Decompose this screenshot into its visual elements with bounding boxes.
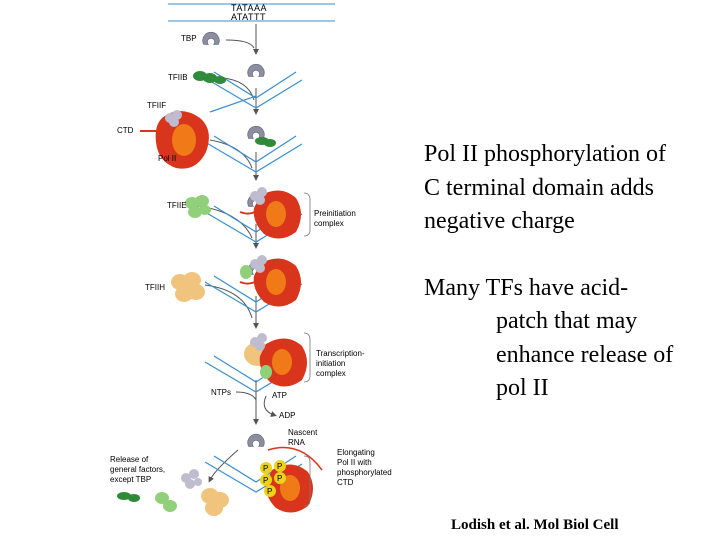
- text-line: negative charge: [424, 208, 575, 234]
- label-tfiib: TFIIB: [168, 73, 188, 82]
- phosphate-label: P: [263, 476, 268, 485]
- label-release-2: general factors,: [110, 465, 165, 474]
- label-tbp: TBP: [181, 34, 197, 43]
- label-ntps: NTPs: [211, 388, 231, 397]
- label-initiation-3: complex: [316, 369, 346, 378]
- label-tfiif: TFIIF: [147, 101, 166, 110]
- phosphate-label: P: [277, 474, 282, 483]
- transcription-initiation-diagram: TATAAA ATATTT: [110, 3, 392, 516]
- label-preinitiation-2: complex: [314, 219, 344, 228]
- complex-brackets: [303, 192, 311, 507]
- tfiih-icon: [171, 272, 205, 302]
- text-line: patch that may: [496, 308, 638, 334]
- label-release-3: except TBP: [110, 475, 151, 484]
- text-line: pol II: [496, 375, 549, 401]
- slide-text: Pol II phosphorylation of C terminal dom…: [424, 138, 716, 406]
- citation: Lodish et al. Mol Biol Cell: [451, 517, 619, 533]
- label-preinitiation-1: Preinitiation: [314, 209, 356, 218]
- label-nascent-2: RNA: [288, 438, 306, 447]
- pol2-complex-icon: [239, 187, 301, 239]
- phosphate-icons: P P P P P: [260, 460, 286, 497]
- tfiib-icon: [193, 71, 226, 84]
- text-line: Many TFs have acid-: [424, 274, 629, 301]
- label-initiation-1: Transcription-: [316, 349, 365, 358]
- label-adp: ADP: [279, 411, 295, 420]
- label-ctd: CTD: [117, 126, 134, 135]
- text-line: Pol II phosphorylation of: [424, 141, 666, 167]
- label-pol2: Pol II: [158, 154, 176, 163]
- released-factors-icon: [117, 469, 229, 516]
- label-tfiih: TFIIH: [145, 283, 165, 292]
- label-elongating-2: Pol II with: [337, 458, 372, 467]
- label-atp: ATP: [272, 391, 287, 400]
- label-elongating-1: Elongating: [337, 448, 375, 457]
- label-release-1: Release of: [110, 455, 149, 464]
- flow-arrows: [189, 24, 277, 483]
- label-elongating-4: CTD: [337, 478, 354, 487]
- tbp-free-icon: [202, 31, 220, 45]
- sequence-top: TATAAA: [231, 3, 267, 13]
- phosphate-label: P: [267, 487, 272, 496]
- label-elongating-3: phosphorylated: [337, 468, 392, 477]
- tbp-bound-icon: [247, 63, 265, 77]
- label-tfiie: TFIIE: [167, 201, 187, 210]
- pol2-complex-icon: [244, 333, 307, 387]
- phosphate-label: P: [263, 464, 268, 473]
- pol2-free-icon: [140, 110, 209, 169]
- tata-box-dna: TATAAA ATATTT: [168, 3, 335, 22]
- tfiie-icon: [185, 195, 211, 218]
- text-line: C terminal domain adds: [424, 174, 654, 201]
- tfiib-bound-icon: [255, 137, 276, 147]
- label-initiation-2: initiation: [316, 359, 345, 368]
- tbp-bound-icon: [247, 125, 265, 139]
- pol2-complex-icon: [239, 255, 301, 307]
- text-line: enhance release of: [496, 341, 674, 368]
- tbp-bound-icon: [247, 433, 265, 447]
- phosphate-label: P: [277, 462, 282, 471]
- sequence-bottom: ATATTT: [231, 12, 266, 22]
- label-nascent-1: Nascent: [288, 428, 318, 437]
